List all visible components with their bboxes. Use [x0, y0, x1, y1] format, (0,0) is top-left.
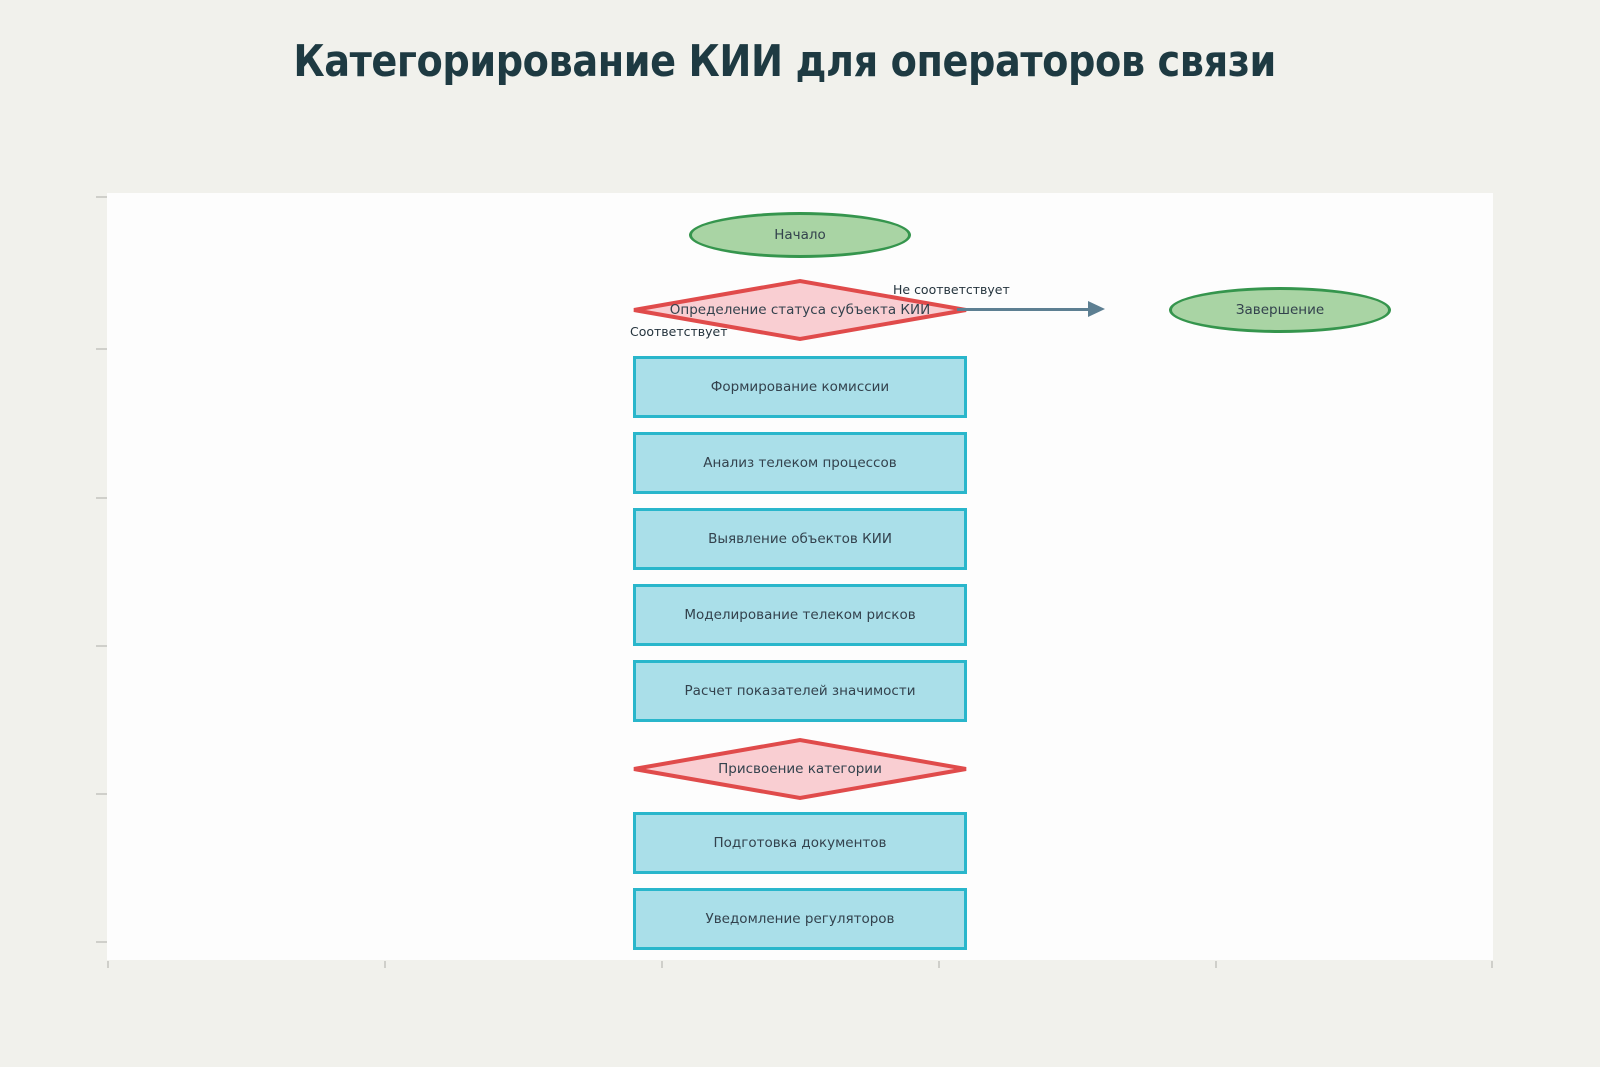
process-step-analysis: Анализ телеком процессов: [633, 432, 967, 494]
process-step-risk-modeling: Моделирование телеком рисков: [633, 584, 967, 646]
finish-node-label: Завершение: [1235, 302, 1325, 318]
axis-tick: [938, 961, 940, 968]
page-title-container: Категорирование КИИ для операторов связи: [0, 36, 1570, 87]
no-branch-arrow-line: [957, 308, 1089, 311]
axis-tick: [1491, 961, 1493, 968]
status-decision-label: Определение статуса субъекта КИИ: [669, 302, 931, 318]
axis-tick: [96, 793, 107, 795]
process-step-label: Выявление объектов КИИ: [708, 531, 892, 547]
process-step-identification: Выявление объектов КИИ: [633, 508, 967, 570]
axis-tick: [96, 348, 107, 350]
category-decision-shape: [633, 737, 967, 801]
axis-tick: [96, 196, 107, 198]
process-step-significance: Расчет показателей значимости: [633, 660, 967, 722]
process-step-label: Формирование комиссии: [710, 379, 890, 395]
start-node-label: Начало: [774, 227, 826, 243]
axis-tick: [384, 961, 386, 968]
axis-tick: [96, 941, 107, 943]
yes-branch-label: Соответствует: [630, 324, 728, 339]
process-step-label: Моделирование телеком рисков: [684, 607, 916, 623]
process-step-label: Подготовка документов: [713, 835, 887, 851]
finish-node: Завершение: [1169, 287, 1391, 333]
category-decision-label: Присвоение категории: [718, 761, 882, 777]
start-node: Начало: [689, 212, 911, 258]
process-step-documents: Подготовка документов: [633, 812, 967, 874]
axis-tick: [661, 961, 663, 968]
process-step-commission: Формирование комиссии: [633, 356, 967, 418]
process-step-label: Анализ телеком процессов: [703, 455, 897, 471]
process-step-label: Уведомление регуляторов: [705, 911, 895, 927]
axis-tick: [107, 961, 109, 968]
axis-tick: [96, 497, 107, 499]
no-branch-arrow-head: [1088, 301, 1105, 317]
axis-tick: [96, 645, 107, 647]
no-branch-label: Не соответствует: [893, 282, 1010, 297]
axis-tick: [1215, 961, 1217, 968]
decision-diamond: [633, 737, 967, 801]
status-decision-node: Определение статуса субъекта КИИ: [630, 278, 970, 342]
process-step-notification: Уведомление регуляторов: [633, 888, 967, 950]
process-step-label: Расчет показателей значимости: [684, 683, 916, 699]
category-decision-node: Присвоение категории: [630, 737, 970, 801]
page-title: Категорирование КИИ для операторов связи: [293, 36, 1277, 87]
